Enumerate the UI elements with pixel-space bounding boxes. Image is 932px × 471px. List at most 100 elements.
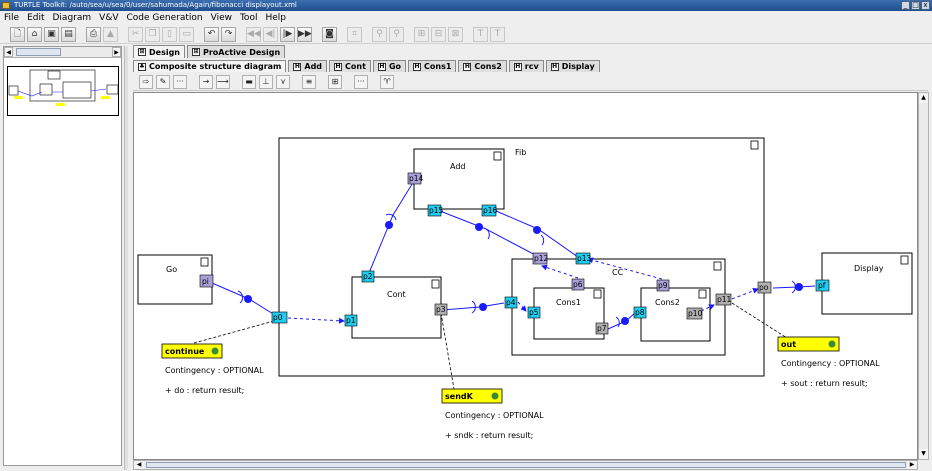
- delegate-connector-icon[interactable]: ⟶: [216, 74, 230, 89]
- save-as-icon[interactable]: ▤: [61, 26, 76, 42]
- port-pi[interactable]: pi: [199, 274, 214, 288]
- paste-icon[interactable]: ▯: [162, 26, 177, 42]
- port-p16[interactable]: p16: [481, 204, 498, 217]
- port-p12[interactable]: p12: [532, 252, 549, 265]
- scroll-left-icon[interactable]: ◀: [4, 47, 13, 57]
- layout-icon[interactable]: ⊞: [328, 74, 342, 89]
- port-po[interactable]: po: [757, 281, 772, 294]
- port-p7[interactable]: p7: [595, 322, 609, 335]
- composite-diagram[interactable]: Fib Add Cont CC Cons1: [134, 93, 918, 460]
- horizontal-scrollbar[interactable]: ◀ ▶: [133, 460, 918, 470]
- diagram-canvas[interactable]: Fib Add Cont CC Cons1: [133, 92, 918, 460]
- port-p6[interactable]: p6: [571, 278, 585, 291]
- scroll-left-icon[interactable]: ◀: [134, 461, 144, 469]
- menu-file[interactable]: File: [4, 13, 20, 23]
- more-options-icon[interactable]: ···: [173, 74, 187, 89]
- screenshot-icon[interactable]: ◙: [322, 26, 337, 42]
- step-back-icon[interactable]: ◀|: [263, 26, 278, 42]
- print-icon[interactable]: ⎙: [86, 26, 101, 42]
- select-pointer-icon[interactable]: ⇨: [139, 74, 153, 89]
- component-go[interactable]: Go: [137, 254, 213, 305]
- lock-icon[interactable]: ▲: [103, 26, 118, 42]
- delegate-p10-p11[interactable]: [700, 304, 715, 312]
- port-p1[interactable]: p1: [344, 314, 358, 327]
- overview-scrollbar[interactable]: ◀ ▶: [4, 47, 121, 58]
- component-cons1[interactable]: Cons1: [533, 287, 605, 340]
- tab-proactive-design[interactable]: ⊞ProActive Design: [187, 45, 286, 58]
- port-p13[interactable]: p13: [575, 252, 592, 265]
- fast-forward-icon[interactable]: ▶▶: [297, 26, 312, 42]
- dots-icon[interactable]: ···: [354, 74, 368, 89]
- tab-design[interactable]: ⊞Design: [133, 45, 185, 58]
- scroll-up-icon[interactable]: ▲: [919, 93, 928, 103]
- rewind-icon[interactable]: ◀◀: [246, 26, 261, 42]
- menu-code-generation[interactable]: Code Generation: [126, 13, 203, 23]
- component-display[interactable]: Display: [821, 252, 913, 315]
- menu-edit[interactable]: Edit: [27, 13, 45, 23]
- text-icon[interactable]: T: [473, 26, 488, 42]
- port-p11[interactable]: p11: [715, 293, 732, 306]
- delegate-p9-p13[interactable]: [587, 257, 663, 280]
- port-p5[interactable]: p5: [527, 306, 541, 319]
- note-out[interactable]: out Contingency : OPTIONAL + sout : retu…: [777, 336, 880, 388]
- note-icon[interactable]: ♈: [380, 74, 394, 89]
- attribute-icon[interactable]: ≡: [302, 74, 316, 89]
- connector-po-pf[interactable]: [772, 285, 816, 289]
- pane-divider[interactable]: [124, 46, 128, 470]
- port-icon[interactable]: ⊥: [259, 74, 273, 89]
- port-p10[interactable]: p10: [686, 307, 703, 320]
- undo-icon[interactable]: ↶: [204, 26, 219, 42]
- text-alt-icon[interactable]: T: [490, 26, 505, 42]
- save-icon[interactable]: ▣: [44, 26, 59, 42]
- generate-code-icon[interactable]: ⊟: [431, 26, 446, 42]
- component-cont[interactable]: Cont: [351, 276, 442, 339]
- menu-tool[interactable]: Tool: [239, 13, 258, 23]
- delegate-p6-p12[interactable]: [541, 264, 579, 279]
- port-p4[interactable]: p4: [504, 296, 518, 309]
- delegate-p4-p5[interactable]: [517, 301, 527, 312]
- zoom-out-icon[interactable]: ⚲: [389, 26, 404, 42]
- port-pf[interactable]: pf: [815, 279, 830, 292]
- redo-icon[interactable]: ↷: [221, 26, 236, 42]
- generate-rg-icon[interactable]: ⊞: [414, 26, 429, 42]
- close-button[interactable]: x: [921, 1, 930, 10]
- horizontal-scroll-thumb[interactable]: [146, 462, 906, 468]
- delete-icon[interactable]: ▭: [179, 26, 194, 42]
- port-p3[interactable]: p3: [434, 303, 448, 316]
- port-p0[interactable]: p0: [271, 311, 288, 324]
- interface-icon[interactable]: ⋎: [276, 74, 290, 89]
- port-p8[interactable]: p8: [633, 306, 647, 319]
- tab-composite-structure[interactable]: ♣Composite structure diagram: [133, 60, 287, 72]
- new-file-icon[interactable]: 🗋: [10, 26, 25, 42]
- port-p14[interactable]: p14: [407, 172, 424, 185]
- cut-icon[interactable]: ✂: [128, 26, 143, 42]
- analyze-icon[interactable]: ⊠: [448, 26, 463, 42]
- component-icon[interactable]: ▬: [242, 74, 256, 89]
- scroll-right-icon[interactable]: ▶: [907, 461, 917, 469]
- zoom-in-icon[interactable]: ⚲: [372, 26, 387, 42]
- check-syntax-icon[interactable]: ⌗: [347, 26, 362, 42]
- vertical-scrollbar[interactable]: ▲ ▼: [918, 92, 929, 460]
- menu-view[interactable]: View: [210, 13, 232, 23]
- copy-icon[interactable]: ❐: [145, 26, 160, 42]
- step-forward-icon[interactable]: |▶: [280, 26, 295, 42]
- component-add[interactable]: Add: [413, 148, 505, 210]
- connector-pi-p0[interactable]: [211, 282, 276, 316]
- minimize-button[interactable]: _: [901, 1, 910, 10]
- maximize-button[interactable]: □: [911, 1, 920, 10]
- port-p2[interactable]: p2: [361, 270, 375, 283]
- open-file-icon[interactable]: ⌂: [27, 26, 42, 42]
- note-continue[interactable]: continue Contingency : OPTIONAL + do : r…: [161, 343, 264, 395]
- menu-diagram[interactable]: Diagram: [52, 13, 92, 23]
- delegate-p11-po[interactable]: [731, 287, 759, 300]
- connector-icon[interactable]: →: [199, 74, 213, 89]
- overview-scroll-thumb[interactable]: [16, 48, 61, 56]
- scroll-down-icon[interactable]: ▼: [919, 449, 928, 459]
